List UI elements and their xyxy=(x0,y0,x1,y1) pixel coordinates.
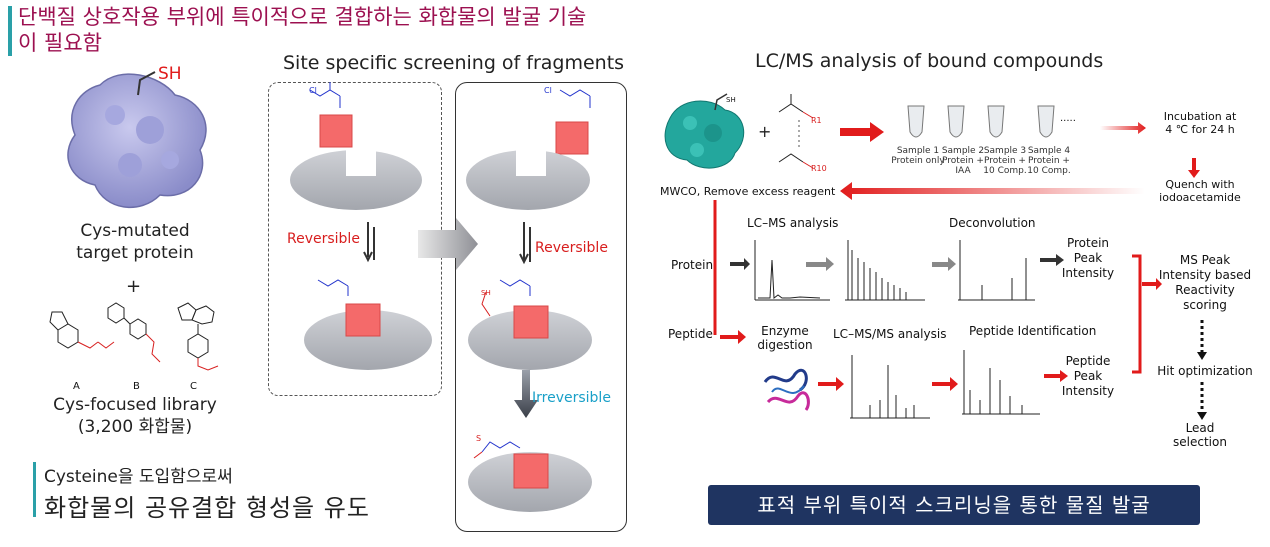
incubation-label: Incubation at 4 ℃ for 24 h xyxy=(1163,110,1237,136)
footer-left-line1: Cysteine을 도입함으로써 xyxy=(44,467,233,487)
protein-disk-1 xyxy=(290,150,422,210)
lcms-spectrum xyxy=(754,240,830,301)
mwco-arrow xyxy=(840,182,1145,200)
sh-label-fragment: SH xyxy=(481,289,491,297)
sample-dots: ..... xyxy=(1060,113,1076,124)
fragment-square-3 xyxy=(555,121,589,155)
lcmsms-label: LC–MS/MS analysis xyxy=(833,327,947,341)
mol-label-a: A xyxy=(73,381,80,392)
deconv-spectrum-left xyxy=(845,240,925,301)
pipeline-dotted-arrows xyxy=(1197,320,1207,420)
peptide-id-spectrum xyxy=(962,350,1040,415)
ms-peak-scoring-label: MS Peak Intensity based Reactivity scori… xyxy=(1158,253,1252,312)
transition-arrow xyxy=(418,218,478,270)
deconv-spectrum-right xyxy=(958,240,1035,301)
fragment-structure-unbound xyxy=(309,82,341,108)
library-caption: Cys-focused library (3,200 화합물) xyxy=(35,394,235,438)
cys-protein-structure xyxy=(67,71,207,209)
molecule-c xyxy=(177,302,219,371)
lcms-label: LC–MS analysis xyxy=(747,216,839,230)
page-title: 단백질 상호작용 부위에 특이적으로 결합하는 화합물의 발굴 기술 이 필요함 xyxy=(18,4,586,56)
protein-disk-2 xyxy=(304,303,432,370)
lead-selection-label: Lead selection xyxy=(1173,421,1227,449)
fragment-structure-bound-1 xyxy=(317,279,349,296)
screening-section-title: Site specific screening of fragments xyxy=(283,52,625,74)
acrylamide-library-structures xyxy=(778,94,814,169)
page-title-line1: 단백질 상호작용 부위에 특이적으로 결합하는 화합물의 발굴 기술 xyxy=(18,5,587,29)
sh-label-teal: SH xyxy=(726,96,736,104)
protein-caption: Cys-mutated target protein xyxy=(60,220,210,264)
plus-sign: + xyxy=(126,276,142,297)
peptide-id-label: Peptide Identification xyxy=(969,324,1097,338)
fragment-structure-right-unbound xyxy=(559,89,591,108)
fragment-structure-covalent xyxy=(473,441,521,459)
s-label-covalent: S xyxy=(476,434,482,443)
r10-label: R10 xyxy=(811,164,827,173)
footer-accent-bar xyxy=(33,462,36,517)
sample-tubes xyxy=(840,105,1055,142)
page-title-line2: 이 필요함 xyxy=(18,31,102,55)
reversible-label-right: Reversible xyxy=(535,240,608,256)
mwco-label: MWCO, Remove excess reagent xyxy=(660,185,836,198)
reversible-label-left: Reversible xyxy=(287,231,360,247)
fragment-square-1 xyxy=(319,114,353,148)
sample-3-label: Sample 3 Protein + 10 Comp. xyxy=(983,146,1027,176)
protein-caption-line2: target protein xyxy=(76,243,194,263)
protein-disk-3 xyxy=(466,150,590,210)
library-molecules xyxy=(49,302,219,371)
incubation-arrow xyxy=(1100,122,1200,178)
sample-4-label: Sample 4 Protein + 10 Comp. xyxy=(1027,146,1071,176)
quench-label: Quench with iodoacetamide xyxy=(1159,178,1241,204)
lcms-section-title: LC/MS analysis of bound compounds xyxy=(755,50,1104,72)
protein-caption-line1: Cys-mutated xyxy=(80,221,190,241)
title-accent-bar xyxy=(8,6,12,56)
cl-label-2: Cl xyxy=(544,86,552,95)
protein-disk-4 xyxy=(468,305,592,370)
molecule-b xyxy=(107,302,161,363)
mol-label-c: C xyxy=(190,381,197,392)
workflow-diagram xyxy=(713,200,1162,419)
plus-sign-right: + xyxy=(758,122,772,141)
irreversible-label: Irreversible xyxy=(532,390,611,406)
library-caption-line1: Cys-focused library xyxy=(53,395,217,415)
mol-label-b: B xyxy=(133,381,140,392)
cl-label-1: Cl xyxy=(309,86,317,95)
footer-summary-banner: 표적 부위 특이적 스크리닝을 통한 물질 발굴 xyxy=(708,485,1200,525)
fragment-structure-bound-2 xyxy=(481,279,531,317)
footer-left-line2: 화합물의 공유결합 형성을 유도 xyxy=(44,494,370,522)
library-caption-line2: (3,200 화합물) xyxy=(77,417,193,437)
deconvolution-label: Deconvolution xyxy=(949,216,1036,230)
protein-disk-5 xyxy=(468,452,592,512)
enzyme-label: Enzyme digestion xyxy=(757,324,813,352)
sample-1-label: Sample 1 Protein only xyxy=(891,146,945,166)
sh-label: SH xyxy=(158,64,182,84)
peptide-squiggles xyxy=(763,368,810,411)
protein-peak-label: Protein Peak Intensity xyxy=(1061,236,1115,280)
r1-label: R1 xyxy=(811,116,822,125)
sample-2-label: Sample 2 Protein + IAA xyxy=(941,146,985,176)
protein-label: Protein xyxy=(671,258,714,272)
screening-diagram xyxy=(290,82,592,512)
teal-protein-structure xyxy=(664,93,745,169)
molecule-a xyxy=(49,311,115,349)
equilibrium-arrows-left xyxy=(363,222,375,263)
peptide-label: Peptide xyxy=(668,327,713,341)
irreversible-arrow xyxy=(514,370,538,418)
peptide-peak-label: Peptide Peak Intensity xyxy=(1061,354,1115,398)
hit-optimization-label: Hit optimization xyxy=(1157,364,1253,378)
lcmsms-spectrum xyxy=(850,355,930,419)
equilibrium-arrows-right xyxy=(519,222,531,265)
covalent-step-box xyxy=(455,82,627,532)
